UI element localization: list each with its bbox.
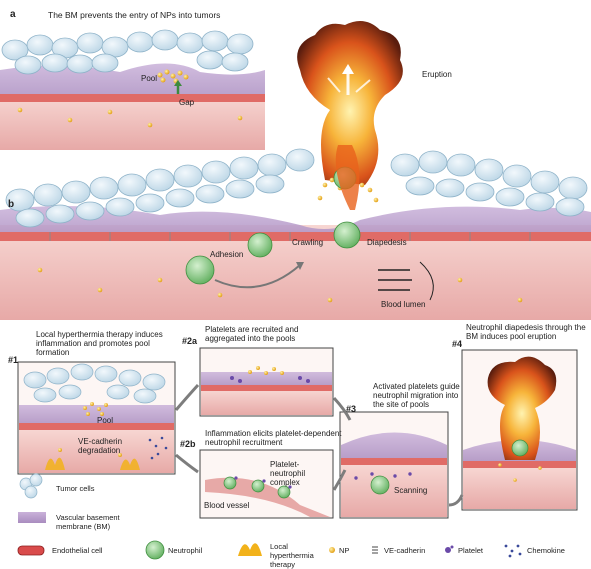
panel-b-illustration: [0, 145, 591, 320]
legend-np-label: NP: [339, 546, 350, 555]
adhesion-label: Adhesion: [210, 250, 244, 259]
legend-np-icon: [329, 547, 335, 553]
step1-number: #1: [8, 355, 19, 365]
step3-number: #3: [346, 404, 357, 414]
legend-icons: [17, 473, 522, 560]
legend-platelet-icon: [445, 545, 454, 553]
diapedesis-label: Diapedesis: [367, 238, 407, 247]
step2a-box: [199, 347, 334, 417]
step-arrows: [174, 383, 464, 507]
step2b-text: Inflammation elicits platelet-dependent …: [205, 429, 342, 447]
panel-a-endothelium: [0, 94, 265, 102]
step1-vecad-label: VE-cadherin degradation: [78, 437, 123, 455]
panel-b-letter: b: [8, 199, 15, 210]
legend-lht-icon: [238, 543, 262, 556]
step4-box: [461, 349, 578, 511]
step3-box: [339, 411, 449, 519]
panel-b-tumor-cells: [5, 148, 588, 228]
legend-endo-icon: [17, 545, 45, 556]
step1-pool-label: Pool: [97, 416, 114, 425]
panel-b-ve-cadherin: [49, 232, 531, 241]
legend-neutrophil-icon: [145, 540, 165, 560]
blood-lumen-label: Blood lumen: [381, 300, 426, 309]
panel-a-illustration: [0, 29, 265, 150]
legend-platelet-label: Platelet: [458, 546, 484, 555]
legend-vecad-label: VE-cadherin: [384, 546, 426, 555]
step4-number: #4: [452, 339, 463, 349]
step2b-box: [199, 449, 334, 519]
panel-a-tumor-cells: [1, 29, 254, 75]
legend-vecad-icon: [372, 546, 378, 554]
panel-a-letter: a: [10, 9, 16, 20]
step2b-complex-label: Platelet-neutrophil complex: [270, 460, 306, 487]
panel-b-flow-arrows: [378, 269, 412, 291]
step1-box: [17, 361, 176, 475]
legend-endo-label: Endothelial cell: [52, 546, 103, 555]
crawling-label: Crawling: [292, 238, 324, 247]
step2a-number: #2a: [182, 336, 198, 346]
legend-neutrophil-label: Neutrophil: [168, 546, 203, 555]
step3-text: Activated platelets guide neutrophil mig…: [373, 382, 460, 409]
eruption-label: Eruption: [422, 70, 452, 79]
panel-a-gap-label: Gap: [179, 98, 195, 107]
legend-bm-label: Vascular basement membrane (BM): [56, 513, 120, 531]
legend-tumor-icon: [19, 473, 43, 499]
legend-bm-icon: [18, 512, 46, 523]
step2a-text: Platelets are recruited and aggregated i…: [205, 325, 299, 343]
step3-scanning-label: Scanning: [394, 486, 428, 495]
step4-text: Neutrophil diapedesis through the BM ind…: [466, 323, 586, 341]
step1-text: Local hyperthermia therapy induces infla…: [36, 330, 163, 357]
legend-chemokine-label: Chemokine: [527, 546, 565, 555]
step2b-vessel-label: Blood vessel: [204, 501, 250, 510]
eruption-illustration: [297, 21, 403, 185]
panel-a-np-pool: [17, 69, 243, 128]
panel-a-title: The BM prevents the entry of NPs into tu…: [48, 10, 221, 20]
legend-chemokine-icon: [504, 544, 522, 558]
step2b-number: #2b: [180, 439, 196, 449]
legend-tumor-label: Tumor cells: [56, 484, 95, 493]
panel-a-pool-label: Pool: [141, 74, 158, 83]
